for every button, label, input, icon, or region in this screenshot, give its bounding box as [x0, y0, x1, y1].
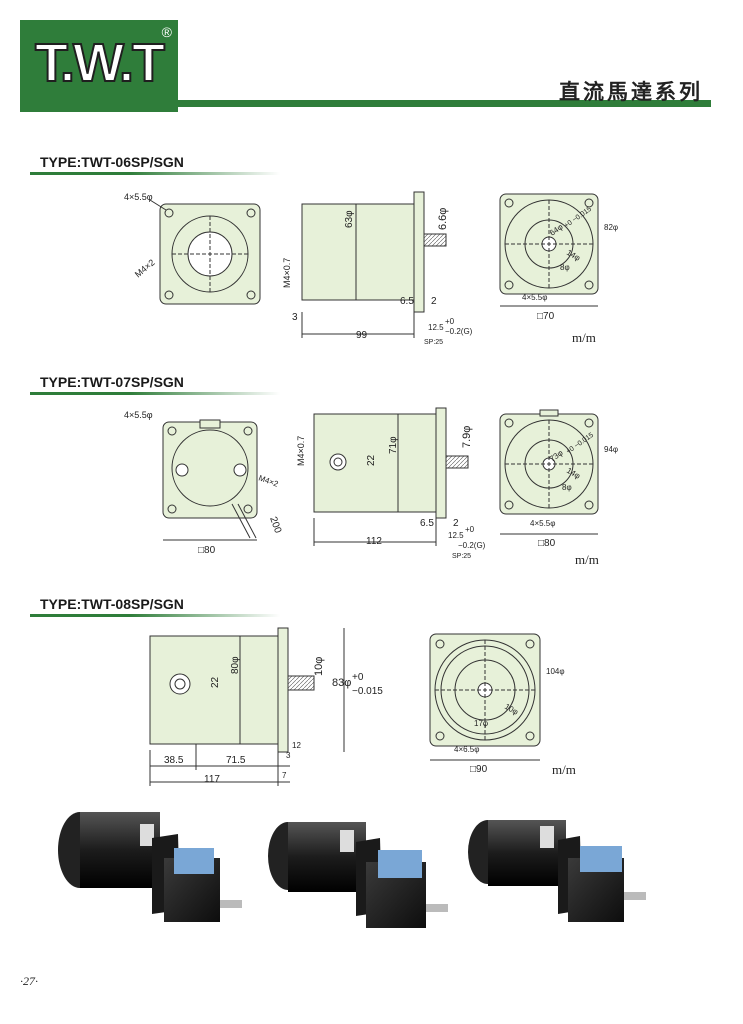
svg-text:□80: □80	[198, 545, 216, 556]
svg-text:12.5: 12.5	[448, 531, 464, 540]
svg-text:□80: □80	[538, 538, 556, 549]
svg-text:M4×0.7: M4×0.7	[282, 258, 292, 288]
svg-text:12.5: 12.5	[428, 323, 444, 332]
unit-label: m/m	[575, 552, 599, 567]
svg-text:71φ: 71φ	[388, 436, 399, 454]
section-underline	[30, 392, 280, 395]
svg-text:80φ: 80φ	[230, 656, 241, 674]
svg-text:−0.2(G): −0.2(G)	[445, 327, 473, 336]
tap-label: M4×2	[133, 257, 157, 279]
front-view-06: 4×5.5φ M4×2	[124, 192, 261, 305]
section-title-06: TYPE:TWT-06SP/SGN	[40, 154, 184, 170]
flange-view-08: 104φ 10φ 17φ 4×6.5φ □90	[429, 633, 565, 775]
svg-text:17φ: 17φ	[474, 719, 488, 728]
svg-text:63φ: 63φ	[344, 210, 355, 228]
unit-label: m/m	[552, 762, 576, 777]
svg-text:8φ: 8φ	[560, 263, 570, 272]
drawing-07: 4×5.5φ M4×2 200 □80 M4×0.7 22 71φ 7.9φ 6…	[124, 407, 618, 560]
svg-text:−0.2(G): −0.2(G)	[458, 541, 486, 550]
drawing-08: 22 80φ 10φ 83φ +0 −0.015 38.5 71.5 3 12 …	[149, 627, 565, 786]
section-underline	[30, 172, 280, 175]
front-view-07: 4×5.5φ M4×2 200 □80	[124, 410, 283, 556]
logo-text: T.W.T	[34, 32, 166, 94]
section-underline	[30, 614, 280, 617]
svg-text:7: 7	[282, 771, 287, 780]
page-number: ·27·	[20, 974, 38, 988]
flange-view-07: 73φ +0 −0.015 94φ 14φ 8φ 4×5.5φ □80	[499, 409, 618, 549]
svg-text:3: 3	[292, 312, 298, 323]
svg-text:4×5.5φ: 4×5.5φ	[530, 519, 555, 528]
side-view-06: 63φ 6.6φ M4×0.7 3 6.5 2 99 12.5 +0 −0.2(…	[282, 191, 473, 346]
svg-text:8φ: 8φ	[562, 483, 572, 492]
svg-text:99: 99	[356, 330, 368, 341]
svg-text:4×6.5φ: 4×6.5φ	[454, 745, 479, 754]
svg-text:82φ: 82φ	[604, 223, 618, 232]
svg-text:83φ: 83φ	[332, 677, 351, 689]
svg-text:−0.015: −0.015	[352, 686, 383, 697]
svg-text:SP:25: SP:25	[424, 339, 443, 346]
svg-text:71.5: 71.5	[226, 755, 246, 766]
svg-text:□70: □70	[537, 311, 555, 322]
product-photos	[58, 812, 646, 928]
svg-text:38.5: 38.5	[164, 755, 184, 766]
motor-photo-06	[58, 812, 242, 922]
side-view-07: M4×0.7 22 71φ 7.9φ 6.5 2 112 12.5 +0 −0.…	[296, 407, 486, 560]
header-bar	[178, 100, 711, 107]
series-title: 直流馬達系列	[559, 80, 703, 104]
svg-text:+0: +0	[352, 672, 364, 683]
brand-logo: T.W.T ®	[20, 20, 178, 112]
svg-text:3: 3	[286, 751, 291, 760]
motor-photo-07	[268, 822, 448, 928]
svg-text:4×5.5φ: 4×5.5φ	[124, 410, 153, 420]
svg-text:112: 112	[366, 536, 382, 547]
svg-text:6.6φ: 6.6φ	[437, 208, 449, 230]
svg-text:94φ: 94φ	[604, 445, 618, 454]
svg-text:6.5: 6.5	[420, 518, 434, 529]
section-title-08: TYPE:TWT-08SP/SGN	[40, 596, 184, 612]
flange-view-06: 64φ +0 −0.015 82φ 14φ 8φ 4×5.5φ □70	[499, 193, 618, 322]
svg-text:200: 200	[267, 515, 283, 535]
svg-text:12: 12	[292, 741, 301, 750]
svg-text:104φ: 104φ	[546, 667, 565, 676]
unit-label: m/m	[572, 330, 596, 345]
registered-mark: ®	[161, 24, 172, 40]
svg-text:4×5.5φ: 4×5.5φ	[522, 293, 547, 302]
svg-text:10φ: 10φ	[313, 657, 325, 676]
drawing-06: 4×5.5φ M4×2 63φ 6.6φ M4×0.7 3 6.5 2 99 1…	[124, 191, 618, 346]
svg-text:2: 2	[453, 518, 459, 529]
svg-text:□90: □90	[470, 764, 488, 775]
svg-text:22: 22	[366, 454, 377, 466]
svg-text:M4×2: M4×2	[257, 473, 280, 489]
section-title-07: TYPE:TWT-07SP/SGN	[40, 374, 184, 390]
svg-text:SP:25: SP:25	[452, 553, 471, 560]
motor-photo-08	[468, 820, 646, 922]
svg-text:+0: +0	[465, 525, 475, 534]
svg-text:M4×0.7: M4×0.7	[296, 436, 306, 466]
svg-text:22: 22	[210, 676, 221, 688]
svg-text:+0: +0	[445, 317, 455, 326]
svg-text:117: 117	[204, 774, 220, 785]
svg-text:2: 2	[431, 296, 437, 307]
holes-label: 4×5.5φ	[124, 192, 153, 202]
svg-text:6.5: 6.5	[400, 296, 414, 307]
svg-text:7.9φ: 7.9φ	[461, 426, 473, 448]
side-view-08: 22 80φ 10φ 83φ +0 −0.015 38.5 71.5 3 12 …	[149, 627, 383, 786]
